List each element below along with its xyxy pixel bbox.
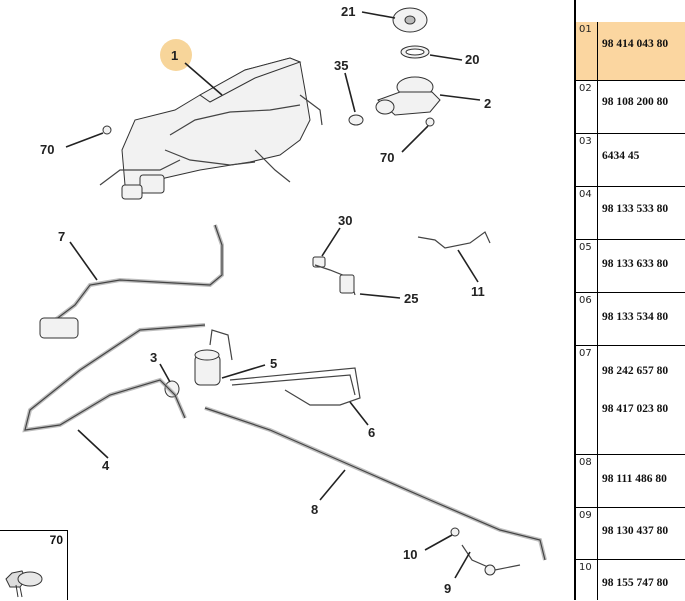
callout-6[interactable]: 6 bbox=[368, 425, 375, 440]
table-row[interactable]: 03 6434 45 bbox=[576, 134, 685, 187]
callout-11[interactable]: 11 bbox=[471, 284, 485, 299]
screw-upper-left[interactable] bbox=[102, 125, 112, 135]
row-index: 10 bbox=[576, 560, 598, 600]
part-reference[interactable]: 98 414 043 80 bbox=[602, 38, 669, 50]
bracket-11[interactable] bbox=[417, 231, 491, 249]
screw-icon bbox=[5, 570, 43, 598]
leader-6 bbox=[349, 401, 369, 426]
table-row[interactable]: 06 98 133 534 80 bbox=[576, 293, 685, 346]
leader-10 bbox=[424, 534, 453, 551]
callout-1[interactable]: 1 bbox=[171, 48, 178, 63]
leader-4 bbox=[77, 429, 109, 459]
leader-70-right bbox=[401, 125, 429, 153]
part-reference[interactable]: 98 133 533 80 bbox=[602, 203, 669, 215]
hose-4[interactable] bbox=[22, 323, 206, 433]
leader-7 bbox=[69, 241, 98, 281]
row-index: 03 bbox=[576, 134, 598, 186]
part-reference[interactable]: 98 130 437 80 bbox=[602, 525, 669, 537]
row-index: 02 bbox=[576, 81, 598, 133]
callout-21[interactable]: 21 bbox=[341, 4, 355, 19]
leader-35 bbox=[344, 72, 356, 113]
leader-30 bbox=[321, 227, 341, 257]
callout-5[interactable]: 5 bbox=[270, 356, 277, 371]
seal-ring[interactable] bbox=[400, 45, 430, 59]
table-row[interactable]: 10 98 155 747 80 bbox=[576, 560, 685, 600]
leader-1 bbox=[184, 62, 223, 96]
leader-20 bbox=[429, 54, 463, 61]
inset-label: 70 bbox=[49, 533, 63, 547]
connector-9[interactable] bbox=[461, 544, 521, 576]
washer-pump[interactable] bbox=[194, 329, 233, 386]
leader-9 bbox=[454, 551, 471, 579]
table-row[interactable]: 02 98 108 200 80 bbox=[576, 81, 685, 134]
table-row[interactable]: 01 98 414 043 80 bbox=[576, 22, 685, 81]
callout-4[interactable]: 4 bbox=[102, 458, 110, 473]
hose-8[interactable] bbox=[204, 406, 547, 561]
callout-2[interactable]: 2 bbox=[484, 96, 491, 111]
part-reference[interactable]: 98 133 534 80 bbox=[602, 311, 669, 323]
screw-upper-right[interactable] bbox=[425, 117, 435, 127]
table-row[interactable]: 05 98 133 633 80 bbox=[576, 240, 685, 293]
part-reference[interactable]: 98 108 200 80 bbox=[602, 96, 669, 108]
leader-70-left bbox=[65, 132, 104, 148]
hose-7[interactable] bbox=[39, 224, 224, 339]
washer-reservoir[interactable] bbox=[99, 57, 323, 200]
filler-neck[interactable] bbox=[375, 76, 441, 116]
parts-reference-table: 01 98 414 043 80 02 98 108 200 80 03 643… bbox=[574, 0, 685, 600]
row-index: 09 bbox=[576, 508, 598, 559]
row-index: 05 bbox=[576, 240, 598, 292]
table-row[interactable]: 07 98 242 657 80 98 417 023 80 bbox=[576, 346, 685, 455]
part-reference[interactable]: 98 242 657 80 bbox=[602, 365, 669, 377]
table-row[interactable]: 04 98 133 533 80 bbox=[576, 187, 685, 240]
leader-11 bbox=[457, 249, 479, 283]
row-index: 04 bbox=[576, 187, 598, 239]
part-reference[interactable]: 98 133 633 80 bbox=[602, 258, 669, 270]
filler-cap[interactable] bbox=[392, 7, 428, 33]
row-index: 06 bbox=[576, 293, 598, 345]
leader-8 bbox=[319, 469, 346, 501]
part-reference[interactable]: 6434 45 bbox=[602, 150, 640, 162]
callout-8[interactable]: 8 bbox=[311, 502, 318, 517]
table-row[interactable]: 09 98 130 437 80 bbox=[576, 508, 685, 560]
row-index: 08 bbox=[576, 455, 598, 507]
callout-70-right[interactable]: 70 bbox=[380, 150, 394, 165]
row-index: 01 bbox=[576, 22, 598, 80]
callout-9[interactable]: 9 bbox=[444, 581, 451, 596]
part-reference[interactable]: 98 417 023 80 bbox=[602, 403, 669, 415]
fastener-inset: 70 bbox=[0, 530, 68, 600]
small-seal[interactable] bbox=[348, 114, 364, 126]
table-row[interactable]: 08 98 111 486 80 bbox=[576, 455, 685, 508]
callout-70-left[interactable]: 70 bbox=[40, 142, 54, 157]
clip-10[interactable] bbox=[450, 527, 460, 537]
leader-5 bbox=[221, 364, 266, 379]
leader-21 bbox=[361, 11, 396, 19]
callout-30[interactable]: 30 bbox=[338, 213, 352, 228]
callout-1-highlight bbox=[160, 39, 192, 71]
callout-7[interactable]: 7 bbox=[58, 229, 65, 244]
callout-3[interactable]: 3 bbox=[150, 350, 157, 365]
leader-2 bbox=[439, 94, 481, 101]
leader-25 bbox=[359, 293, 401, 299]
callout-25[interactable]: 25 bbox=[404, 291, 418, 306]
callout-10[interactable]: 10 bbox=[403, 547, 417, 562]
hose-6[interactable] bbox=[229, 367, 361, 406]
clip-30[interactable] bbox=[312, 256, 326, 268]
leader-3 bbox=[159, 363, 171, 383]
callout-35[interactable]: 35 bbox=[334, 58, 348, 73]
parts-diagram: 1 21 20 35 2 70 70 7 30 25 11 3 5 6 4 8 … bbox=[22, 4, 547, 596]
callout-20[interactable]: 20 bbox=[465, 52, 479, 67]
part-reference[interactable]: 98 111 486 80 bbox=[602, 473, 667, 485]
row-index: 07 bbox=[576, 346, 598, 454]
bracket-25[interactable] bbox=[314, 264, 356, 296]
part-reference[interactable]: 98 155 747 80 bbox=[602, 577, 669, 589]
